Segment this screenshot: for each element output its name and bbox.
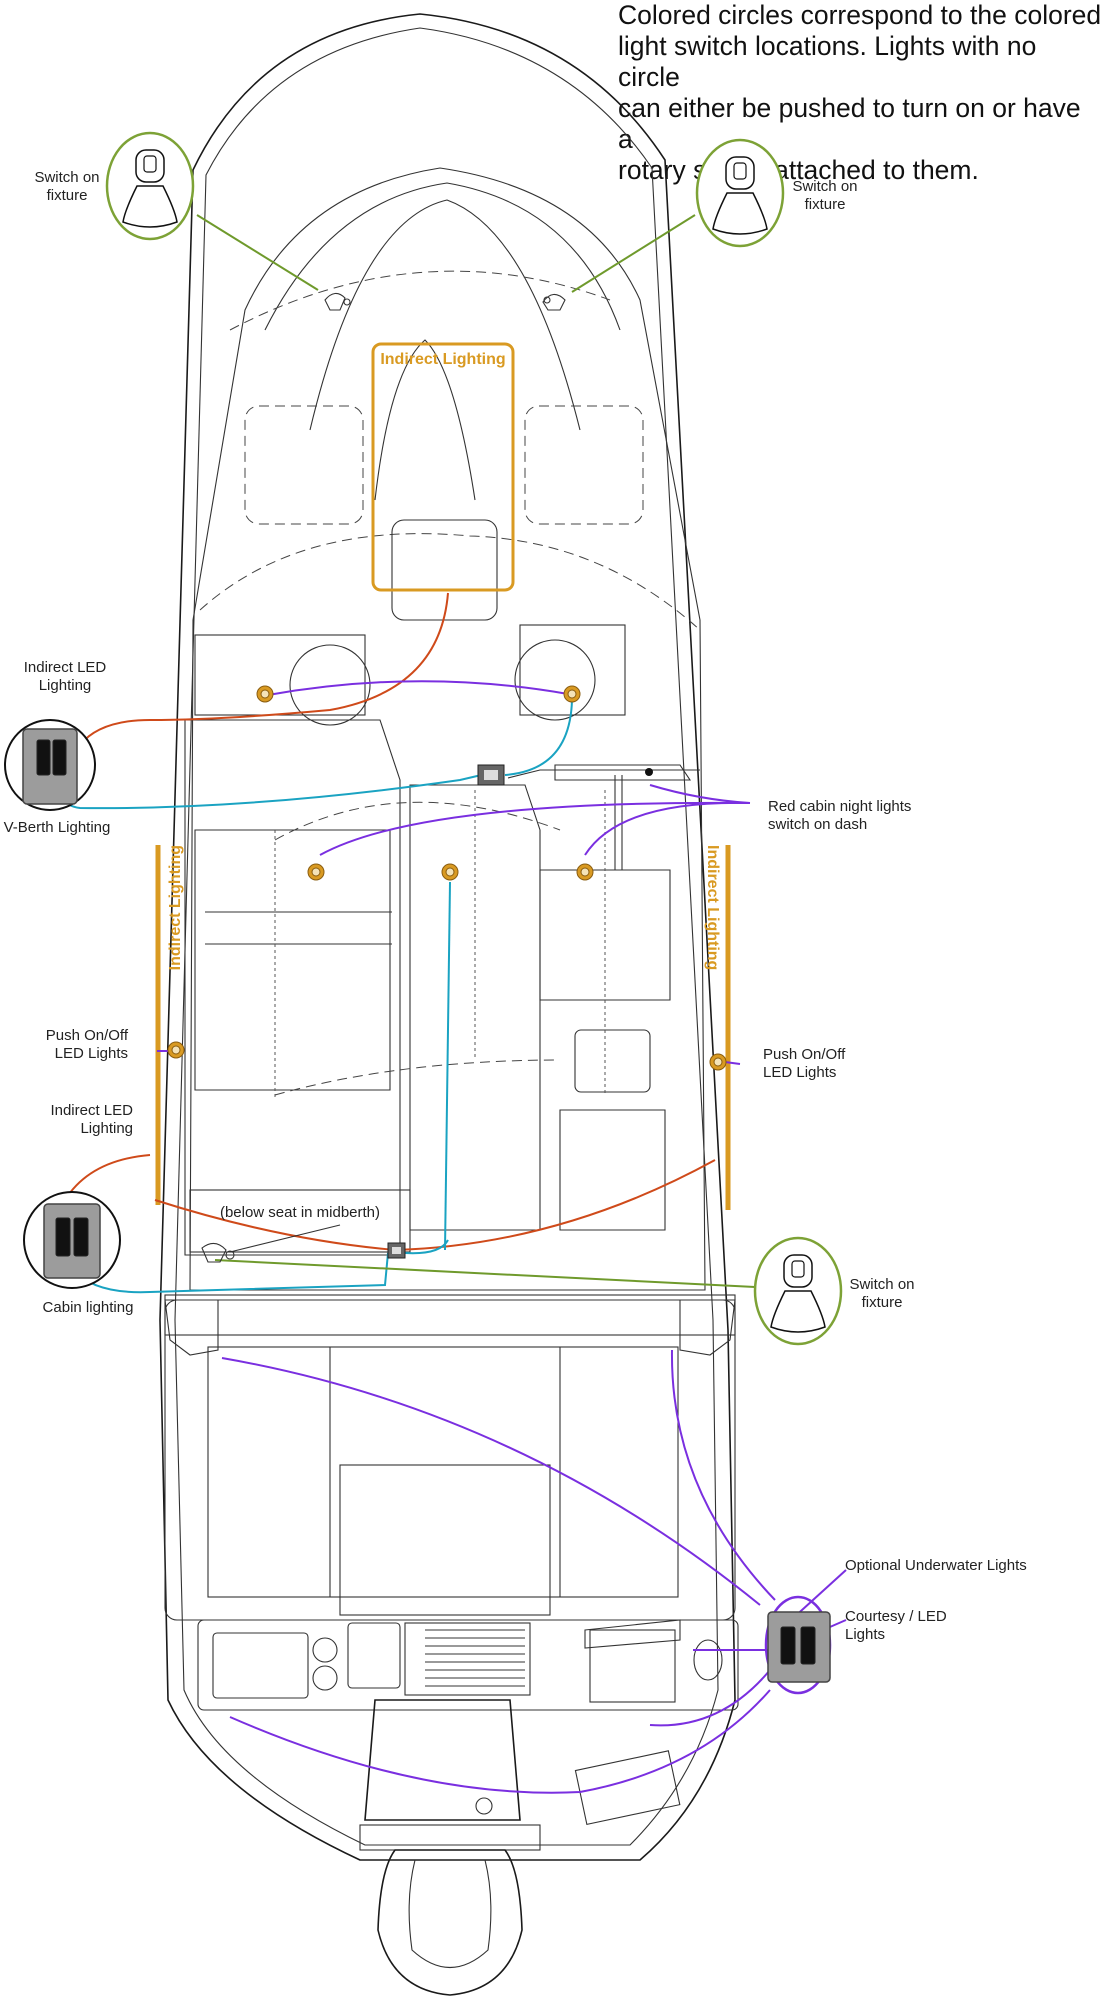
purple-wire-courtesy-3 xyxy=(229,1689,771,1794)
indirect-lighting-bow-box xyxy=(371,342,515,592)
reading-light-bow-right xyxy=(542,293,566,311)
courtesy-rocker-switch-1[interactable] xyxy=(780,1626,796,1665)
indirect-lighting-bow-label: Indirect Lighting xyxy=(380,351,505,368)
purple-wire-dash xyxy=(649,784,751,804)
optional-underwater-lights-label: Optional Underwater Lights xyxy=(845,1557,1027,1574)
fixture-lamp-icon xyxy=(122,185,178,228)
purple-wire-vberth xyxy=(267,680,569,696)
junction-box-aft xyxy=(387,1242,406,1259)
cabin-switch-callout: Cabin lighting xyxy=(23,1191,134,1316)
cabin-rocker-switch-2[interactable] xyxy=(73,1217,89,1257)
purple-tick-right xyxy=(724,1061,741,1065)
light-push-right xyxy=(709,1053,727,1071)
reading-light-bow-left xyxy=(324,292,351,311)
grille-vents xyxy=(425,1629,525,1687)
vberth-switch-callout: V-Berth Lighting xyxy=(4,719,111,836)
purple-wire-night-1 xyxy=(319,801,751,856)
purple-wire-night-2 xyxy=(584,801,751,856)
indirect-lighting-right: Indirect Lighting xyxy=(704,845,731,1210)
red-wire-vberth xyxy=(59,592,449,776)
junction-box-fwd xyxy=(477,764,505,786)
light-cabin-starboard xyxy=(576,863,594,881)
indirect-lighting-bow: Indirect Lighting xyxy=(371,342,515,592)
fixture-lamp-icon xyxy=(712,192,768,235)
light-cabin-port xyxy=(307,863,325,881)
green-leader-aft xyxy=(214,1259,756,1288)
green-leader-right xyxy=(571,214,696,293)
vberth-rocker-switch-2[interactable] xyxy=(52,739,67,776)
cyan-wire-join xyxy=(404,1239,449,1255)
purple-wire-courtesy-2 xyxy=(670,1349,776,1601)
below-seat-label: (below seat in midberth) xyxy=(220,1204,380,1221)
header-note: Colored circles correspond to the colore… xyxy=(618,0,1102,185)
hull-outline xyxy=(159,13,739,1996)
indirect-lighting-left: Indirect Lighting xyxy=(155,845,184,1205)
purple-wire-courtesy-1 xyxy=(221,1357,761,1606)
reading-light-aft xyxy=(201,1242,235,1263)
light-fixtures xyxy=(167,292,727,1263)
cabin-lighting-label: Cabin lighting xyxy=(43,1299,134,1316)
light-vberth-starboard xyxy=(563,685,581,703)
indirect-lighting-right-label: Indirect Lighting xyxy=(704,845,721,970)
below-seat-leader xyxy=(229,1224,341,1253)
cabin-interior xyxy=(164,339,736,1681)
green-leader-left xyxy=(196,214,319,291)
cyan-wire-starboard xyxy=(504,699,573,776)
fixture-lamp-icon xyxy=(770,1290,826,1333)
cabin-rocker-switch-1[interactable] xyxy=(55,1217,71,1257)
purple-wire-courtesy-4 xyxy=(649,1669,771,1727)
light-cabin-center xyxy=(441,863,459,881)
vberth-rocker-switch-1[interactable] xyxy=(36,739,51,776)
light-push-left xyxy=(167,1041,185,1059)
cyan-wire-vberth xyxy=(58,772,491,810)
indirect-lighting-left-label: Indirect Lighting xyxy=(167,845,184,970)
dash-switch-dot xyxy=(645,768,653,776)
courtesy-rocker-switch-2[interactable] xyxy=(800,1626,816,1665)
v-berth-lighting-label: V-Berth Lighting xyxy=(4,819,111,836)
cyan-wire-midberth xyxy=(444,881,451,1251)
light-vberth-port xyxy=(256,685,274,703)
courtesy-switch-callout xyxy=(764,1595,832,1695)
